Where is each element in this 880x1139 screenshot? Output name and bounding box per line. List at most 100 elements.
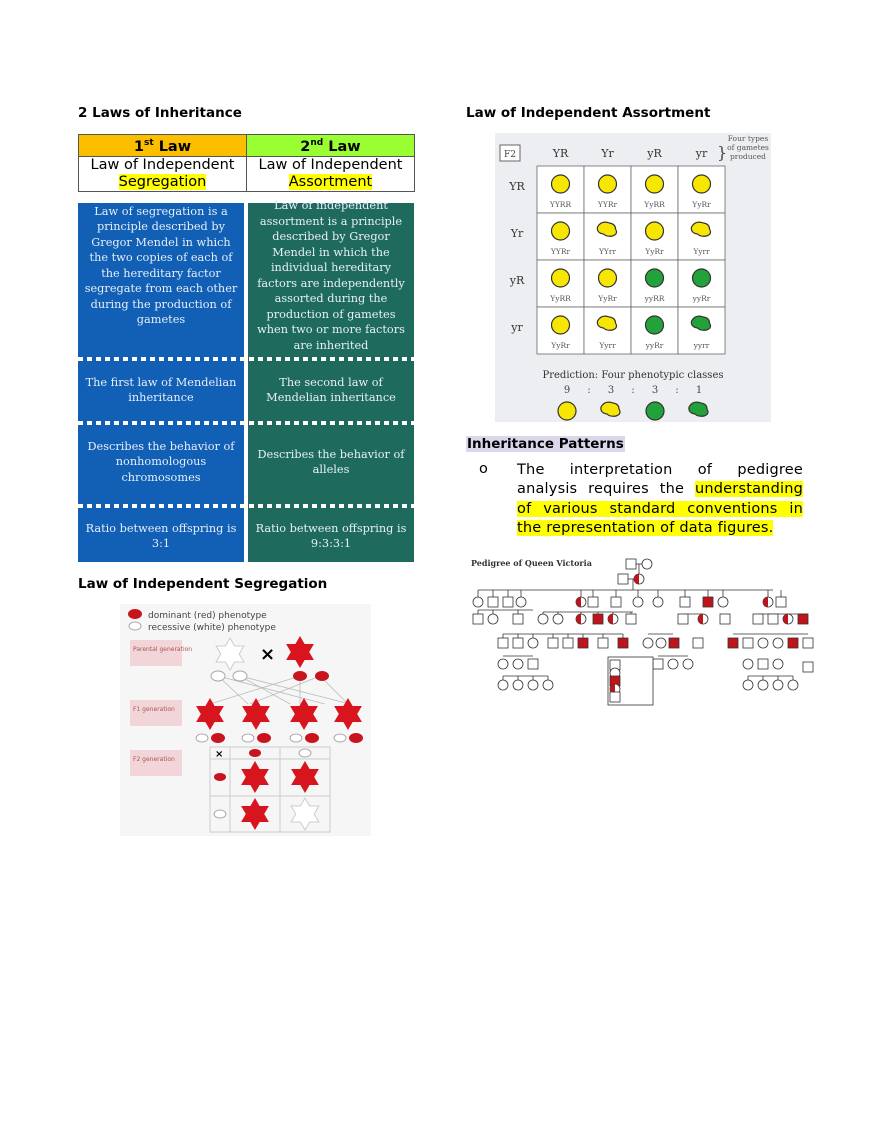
- female: [652, 596, 664, 608]
- divider: [78, 357, 415, 361]
- pedigree-paragraph: The interpretation of pedigree analysis …: [517, 461, 803, 538]
- genotype-label: yyrr: [693, 341, 710, 350]
- pedigree-chart: Pedigree of Queen Victoria: [471, 558, 814, 706]
- ratio-label: :: [587, 385, 590, 396]
- recessive-legend-icon: [128, 621, 142, 631]
- genotype-label: YyRR: [549, 294, 571, 303]
- female: [655, 637, 667, 649]
- female: [487, 613, 499, 625]
- female: [497, 679, 509, 691]
- affected-male: [668, 637, 680, 649]
- dominant-legend-icon: [128, 609, 142, 619]
- female: [742, 658, 754, 670]
- genotype-label: YYRr: [597, 200, 618, 209]
- comparison-cell: The first law of Mendelian inheritance: [85, 375, 237, 405]
- comparison-cell: Describes the behavior of alleles: [257, 447, 405, 477]
- female: [512, 658, 524, 670]
- female: [542, 679, 554, 691]
- ratio-label: :: [631, 385, 634, 396]
- svg-text:×: ×: [215, 749, 223, 760]
- f2-label: F2 generation: [133, 756, 175, 763]
- f2-label: F2: [504, 150, 516, 160]
- female: [682, 658, 694, 670]
- comparison-cell: The second law of Mendelian inheritance: [266, 375, 396, 405]
- seed-green-round: [691, 268, 712, 288]
- comparison-figure: Law of segregation is a principle descri…: [78, 199, 415, 562]
- genotype-label: Yyrr: [692, 247, 710, 256]
- seed-yellow-round: [644, 174, 665, 194]
- legend-recessive: recessive (white) phenotype: [148, 623, 276, 633]
- comparison-cell: Ratio between offspring is 3:1: [85, 521, 237, 551]
- male: [609, 691, 621, 703]
- male: [547, 637, 559, 649]
- male: [497, 637, 509, 649]
- seed-green-round: [644, 315, 665, 335]
- male: [597, 637, 609, 649]
- female: [472, 596, 484, 608]
- male: [587, 596, 599, 608]
- seed-yellow-round: [644, 221, 665, 241]
- affected-male: [797, 613, 809, 625]
- female: [527, 679, 539, 691]
- seed-yellow-wrinkled: [596, 315, 618, 331]
- paragraph-plain-text: The interpretation of pedigree analysis …: [517, 462, 803, 498]
- heading-assortment: Law of Independent Assortment: [466, 105, 711, 121]
- gamete-col-label: yr: [695, 147, 708, 160]
- genotype-label: YyRr: [550, 341, 570, 350]
- heading-segregation: Law of Independent Segregation: [78, 576, 328, 592]
- male: [502, 596, 514, 608]
- female: [787, 679, 799, 691]
- male: [652, 658, 664, 670]
- divider: [78, 421, 415, 425]
- female: [537, 613, 549, 625]
- seed-yellow-wrinkled: [600, 401, 621, 417]
- genotype-label: YYRr: [550, 247, 571, 256]
- male: [677, 613, 689, 625]
- male: [802, 637, 814, 649]
- male: [775, 596, 787, 608]
- seed-yellow-round: [557, 401, 577, 421]
- male: [692, 637, 704, 649]
- first-law-header: 1st Law: [78, 134, 247, 157]
- heading-inheritance-patterns: Inheritance Patterns: [466, 436, 625, 452]
- punnett-cell: [630, 259, 679, 308]
- seed-yellow-round: [597, 268, 618, 288]
- male: [617, 573, 629, 585]
- seed-yellow-round: [550, 174, 571, 194]
- seed-green-round: [645, 401, 665, 421]
- male: [512, 637, 524, 649]
- brace: }: [717, 143, 727, 162]
- ratio-label: 3: [608, 385, 614, 396]
- gamete-col-label: Yr: [600, 147, 614, 160]
- pedigree-title: Pedigree of Queen Victoria: [471, 558, 592, 568]
- female: [512, 679, 524, 691]
- male: [527, 658, 539, 670]
- male: [752, 613, 764, 625]
- gamete-row-label: yR: [509, 274, 525, 287]
- male: [757, 658, 769, 670]
- seed-green-wrinkled: [688, 401, 709, 417]
- segregation-column: Law of segregation is a principle descri…: [78, 203, 244, 562]
- genotype-label: yyRr: [645, 341, 664, 350]
- genotype-label: YyRr: [597, 294, 617, 303]
- gamete-row-label: Yr: [510, 227, 524, 240]
- genotype-label: yyRr: [692, 294, 711, 303]
- gamete-row-label: YR: [508, 180, 525, 193]
- seed-yellow-round: [691, 174, 712, 194]
- segregation-flower-figure: dominant (red) phenotype recessive (whit…: [120, 604, 371, 836]
- female: [552, 613, 564, 625]
- legend-dominant: dominant (red) phenotype: [148, 611, 267, 621]
- male: [625, 558, 637, 570]
- genotype-label: YyRr: [691, 200, 711, 209]
- gamete-col-label: YR: [552, 147, 569, 160]
- genotype-label: YyRR: [643, 200, 665, 209]
- comparison-cell: Describes the behavior of nonhomologous …: [87, 439, 235, 484]
- male: [742, 637, 754, 649]
- ratio-label: 3: [652, 385, 658, 396]
- affected-male: [577, 637, 589, 649]
- second-law-header: 2nd Law: [246, 134, 415, 157]
- female: [667, 658, 679, 670]
